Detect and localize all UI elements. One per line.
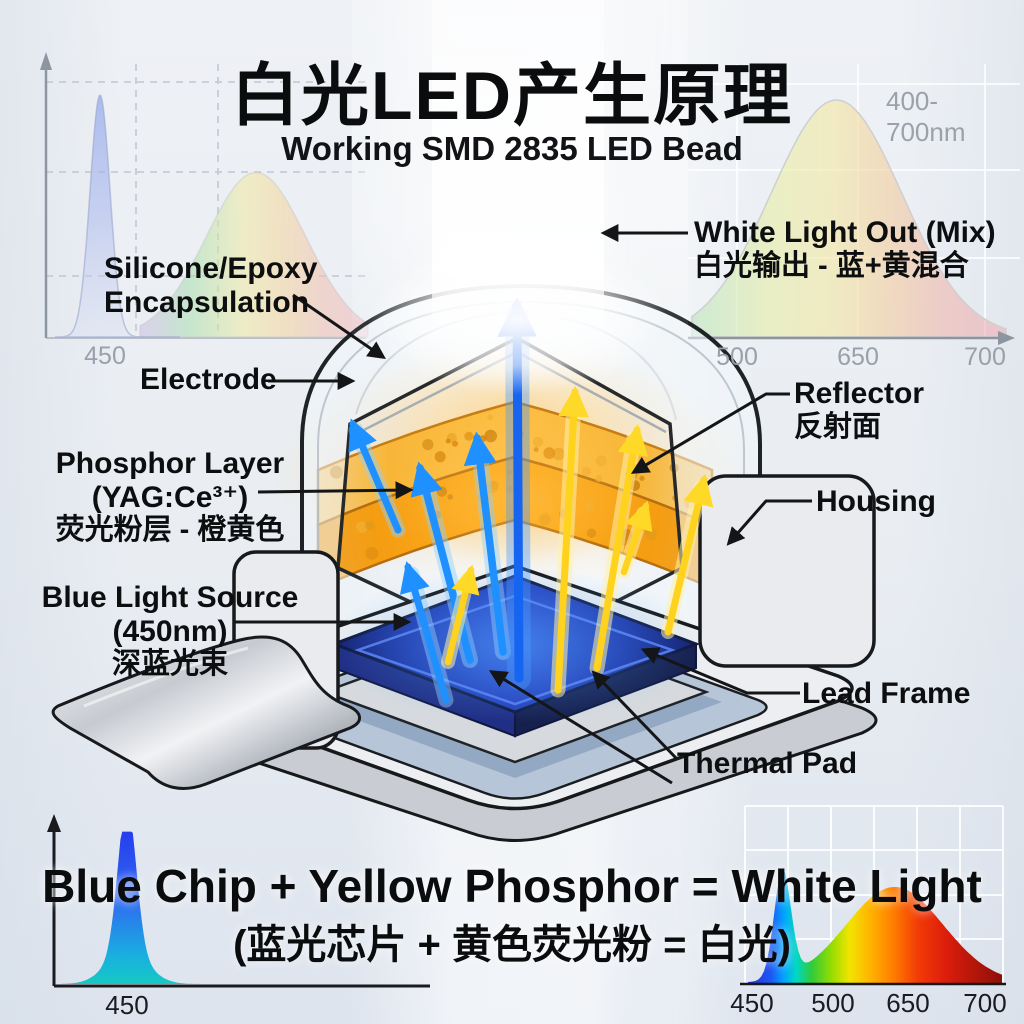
phosphor-line3: 荧光粉层 - 橙黄色 <box>55 514 285 547</box>
tick-700-bottom-right: 700 <box>963 988 1007 1018</box>
bottom-left-chart <box>47 814 430 988</box>
blue-source-line2: (450nm) <box>112 614 228 648</box>
light-arrows <box>348 297 714 708</box>
housing-block-right <box>698 474 876 668</box>
callout-housing: Housing <box>816 485 936 518</box>
dome-apex-glow <box>368 245 668 395</box>
page-title: 白光LED产生原理 <box>230 58 793 134</box>
dome-glass-fill <box>302 286 760 652</box>
white-out-line2: 白光输出 - 蓝+黄混合 <box>694 249 969 282</box>
yellow-light-arrow <box>444 564 480 666</box>
tick-650-bottom-right: 650 <box>886 988 930 1018</box>
blue-light-arrow <box>399 561 450 704</box>
callout-electrode: Electrode <box>140 363 277 396</box>
top-left-spectrum-chart <box>40 52 369 339</box>
blue-light-arrow <box>463 431 507 656</box>
callout-leaders <box>235 224 812 785</box>
formula-english: Blue Chip + Yellow Phosphor = White Ligh… <box>42 860 982 912</box>
yellow-light-arrow <box>664 474 714 636</box>
white-mix-curve <box>691 99 1007 338</box>
callout-encapsulation: Silicone/Epoxy Encapsulation <box>104 252 317 319</box>
phosphor-line1: Phosphor Layer <box>55 447 285 480</box>
housing-leader <box>726 499 812 546</box>
lead-frame-ribbon <box>51 635 361 790</box>
blue-peak-curve <box>55 94 180 338</box>
x-axis-arrowhead <box>998 331 1015 345</box>
white-output-beam <box>352 0 688 395</box>
blue-source-line1: Blue Light Source <box>41 581 299 614</box>
yellow-light-arrow <box>554 385 589 694</box>
phosphor-band-curve <box>139 171 369 338</box>
phosphor-line2: (YAG:Ce³⁺) <box>91 480 249 514</box>
yellow-light-arrow <box>593 423 649 672</box>
tick-500-bottom-right: 500 <box>811 988 855 1018</box>
tick-450-bottom-right: 450 <box>730 988 774 1018</box>
callout-reflector: Reflector 反射面 <box>794 377 924 443</box>
encapsulation-leader <box>292 293 386 360</box>
blue-chip-emission-curve <box>62 831 232 984</box>
lead-frame-leader <box>640 647 800 695</box>
callout-phosphor: Phosphor Layer (YAG:Ce³⁺) 荧光粉层 - 橙黄色 <box>48 447 292 547</box>
y-axis-arrowhead <box>40 52 52 70</box>
top-right-spectrum-chart <box>688 64 1020 345</box>
encapsulation-line2: Encapsulation <box>104 285 310 319</box>
thermal-pad-leader-1 <box>591 670 678 760</box>
tick-500-top-right: 500 <box>716 343 758 371</box>
y-axis-arrowhead <box>47 814 61 832</box>
bottom-right-chart <box>740 805 1006 986</box>
tick-450-bottom-left: 450 <box>105 990 149 1020</box>
encapsulation-line1: Silicone/Epoxy <box>104 252 318 285</box>
white-out-line1: White Light Out (Mix) <box>694 216 996 249</box>
phosphor-leader <box>257 481 414 500</box>
callout-lead-frame: Lead Frame <box>802 677 971 710</box>
blue-light-arrow <box>348 418 402 534</box>
wavelength-range-badge: 400-700nm <box>886 86 966 147</box>
tick-650-top-right: 650 <box>837 343 879 371</box>
callout-blue-source: Blue Light Source (450nm) 深蓝光束 <box>38 581 302 681</box>
callout-white-out: White Light Out (Mix) 白光输出 - 蓝+黄混合 <box>694 216 996 282</box>
blue-source-line3: 深蓝光束 <box>111 648 228 681</box>
reflector-leader <box>630 392 790 474</box>
tick-700-top-right: 700 <box>964 343 1006 371</box>
yellow-light-arrow <box>620 500 653 576</box>
tick-450-top-left: 450 <box>84 342 126 370</box>
callout-thermal-pad: Thermal Pad <box>677 747 858 780</box>
white-led-spectrum-curve <box>748 869 1002 983</box>
thermal-pad-leader-2 <box>488 670 673 785</box>
reflector-line2: 反射面 <box>794 410 882 443</box>
lead-frame-highlight <box>83 646 249 708</box>
formula-chinese: (蓝光芯片 + 黄色荧光粉 = 白光) <box>233 923 791 967</box>
page-subtitle: Working SMD 2835 LED Bead <box>281 130 743 167</box>
reflector-line1: Reflector <box>794 377 925 410</box>
